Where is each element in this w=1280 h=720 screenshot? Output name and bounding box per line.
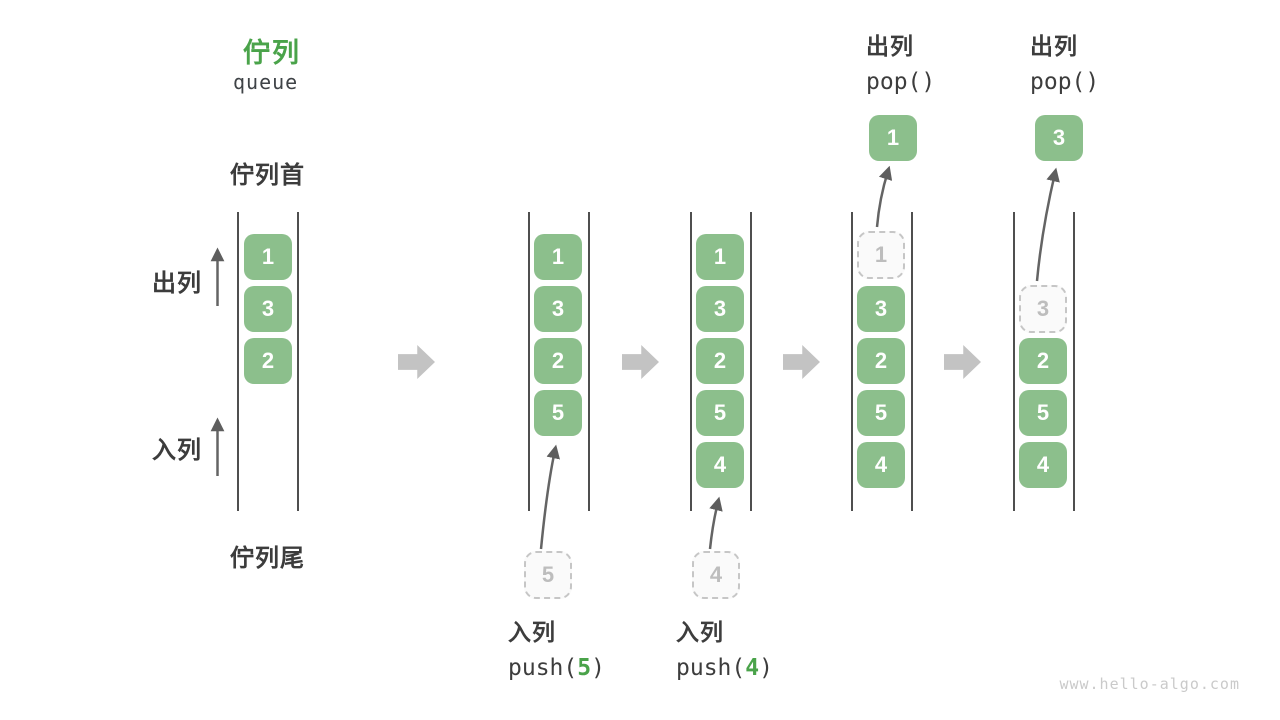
queue-wall-left [237, 212, 239, 511]
queue-cell: 5 [696, 390, 744, 436]
queue-cell: 3 [857, 286, 905, 332]
push-5-arrow-icon [539, 444, 560, 550]
push-code-text: push(5) [508, 655, 605, 681]
push-4-arrow-icon [708, 496, 723, 550]
queue-wall-left [1013, 212, 1015, 511]
queue-cell: 5 [857, 390, 905, 436]
queue-cell: 3 [696, 286, 744, 332]
queue-wall-right [750, 212, 752, 511]
queue-wall-right [297, 212, 299, 511]
queue-cell: 4 [857, 442, 905, 488]
queue-cell: 1 [534, 234, 582, 280]
pop-code-text: pop() [866, 69, 936, 95]
queue-cell: 3 [534, 286, 582, 332]
enqueue-op-text: 入列 [676, 619, 724, 645]
pop-code-text: pop() [1030, 69, 1100, 95]
pop-1-arrow-icon [875, 165, 893, 228]
diagram-title-zh: 佇列 [243, 38, 301, 68]
dequeue-op-text: 出列 [1030, 33, 1078, 59]
transition-arrow-icon [944, 345, 981, 379]
queue-cell: 5 [1019, 390, 1067, 436]
queue-cell: 1 [244, 234, 292, 280]
watermark: www.hello-algo.com [1059, 675, 1240, 693]
popped-value-box: 1 [869, 115, 917, 161]
queue-wall-left [690, 212, 692, 511]
incoming-value-box: 4 [692, 551, 740, 599]
queue-wall-left [528, 212, 530, 511]
push-op-label: 入列 push(4) [676, 613, 773, 681]
queue-cell: 4 [1019, 442, 1067, 488]
queue-wall-left [851, 212, 853, 511]
transition-arrow-icon [622, 345, 659, 379]
diagram-title-en: queue [233, 70, 299, 94]
queue-cell: 2 [1019, 338, 1067, 384]
queue-cell: 1 [696, 234, 744, 280]
queue-cell: 4 [696, 442, 744, 488]
queue-wall-right [1073, 212, 1075, 511]
queue-cell: 3 [244, 286, 292, 332]
dequeue-op-text: 出列 [866, 33, 914, 59]
popped-value-box: 3 [1035, 115, 1083, 161]
push-code-text: push(4) [676, 655, 773, 681]
removed-value-slot: 1 [857, 231, 905, 279]
queue-cell: 2 [244, 338, 292, 384]
transition-arrow-icon [398, 345, 435, 379]
queue-wall-right [588, 212, 590, 511]
transition-arrow-icon [783, 345, 820, 379]
incoming-value-box: 5 [524, 551, 572, 599]
queue-rear-label: 佇列尾 [230, 545, 305, 572]
pop-3-arrow-icon [1035, 167, 1060, 282]
queue-wall-right [911, 212, 913, 511]
pop-op-label: 出列 pop() [1030, 27, 1099, 95]
queue-cell: 2 [857, 338, 905, 384]
enqueue-side-label: 入列 [152, 437, 202, 464]
dequeue-side-label: 出列 [152, 270, 202, 297]
enqueue-op-text: 入列 [508, 619, 556, 645]
queue-cell: 5 [534, 390, 582, 436]
push-op-label: 入列 push(5) [508, 613, 605, 681]
queue-cell: 2 [696, 338, 744, 384]
queue-cell: 2 [534, 338, 582, 384]
removed-value-slot: 3 [1019, 285, 1067, 333]
queue-front-label: 佇列首 [230, 162, 305, 189]
pop-op-label: 出列 pop() [866, 27, 935, 95]
